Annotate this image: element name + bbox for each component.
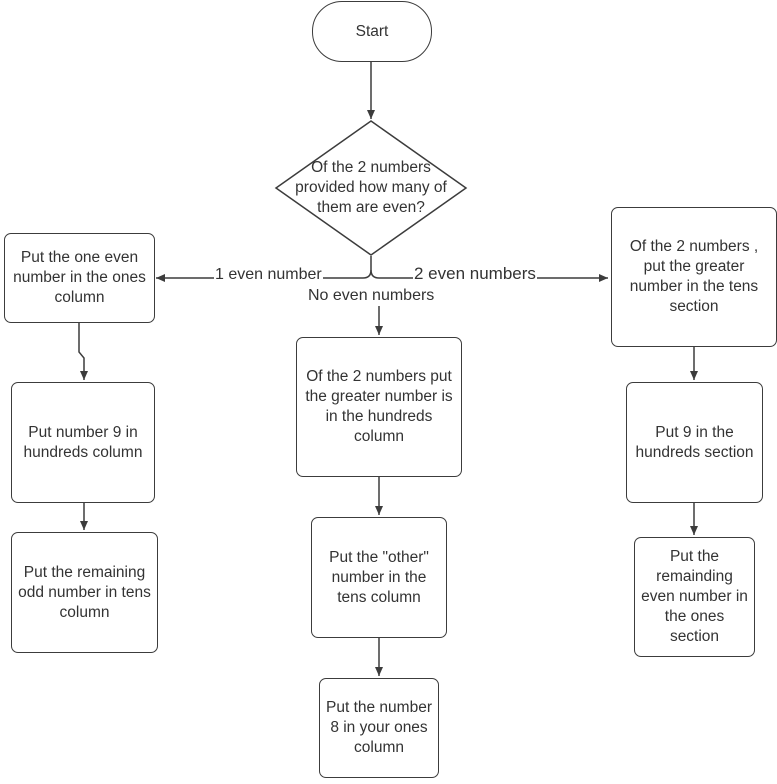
decision-diamond — [274, 120, 468, 256]
right-step-3-label: Put the remainding even number in the on… — [641, 548, 748, 645]
middle-step-1-label: Of the 2 numbers put the greater number … — [305, 368, 453, 445]
middle-step-2: Put the "other" number in the tens colum… — [311, 517, 447, 638]
start-label: Start — [355, 22, 389, 40]
left-step-1-label: Put the one even number in the ones colu… — [13, 249, 146, 306]
edge-label-two-even: 2 even numbers — [413, 264, 537, 283]
right-step-1: Of the 2 numbers , put the greater numbe… — [611, 207, 777, 347]
right-step-2: Put 9 in the hundreds section — [626, 382, 763, 503]
left-step-2: Put number 9 in hundreds column — [11, 382, 155, 503]
right-step-2-label: Put 9 in the hundreds section — [635, 423, 754, 461]
edge-label-no-even: No even numbers — [307, 287, 436, 305]
start-terminal: Start — [312, 1, 432, 62]
arrow-decision-to-right — [370, 269, 608, 282]
decision-label: Of the 2 numbers provided how many of th… — [295, 159, 447, 216]
middle-step-2-label: Put the "other" number in the tens colum… — [329, 548, 429, 606]
middle-step-3-label: Put the number 8 in your ones column — [326, 699, 432, 756]
left-step-1: Put the one even number in the ones colu… — [4, 233, 155, 323]
left-step-2-label: Put number 9 in hundreds column — [23, 423, 143, 461]
left-step-3-label: Put the remaining odd number in tens col… — [18, 563, 151, 621]
left-step-3: Put the remaining odd number in tens col… — [11, 532, 158, 653]
edge-label-one-even: 1 even number — [214, 266, 323, 284]
middle-step-1: Of the 2 numbers put the greater number … — [296, 337, 462, 477]
right-step-1-label: Of the 2 numbers , put the greater numbe… — [629, 238, 759, 315]
middle-step-3: Put the number 8 in your ones column — [319, 678, 439, 778]
arrow-left1-to-left2 — [78, 323, 88, 380]
right-step-3: Put the remainding even number in the on… — [634, 537, 755, 657]
